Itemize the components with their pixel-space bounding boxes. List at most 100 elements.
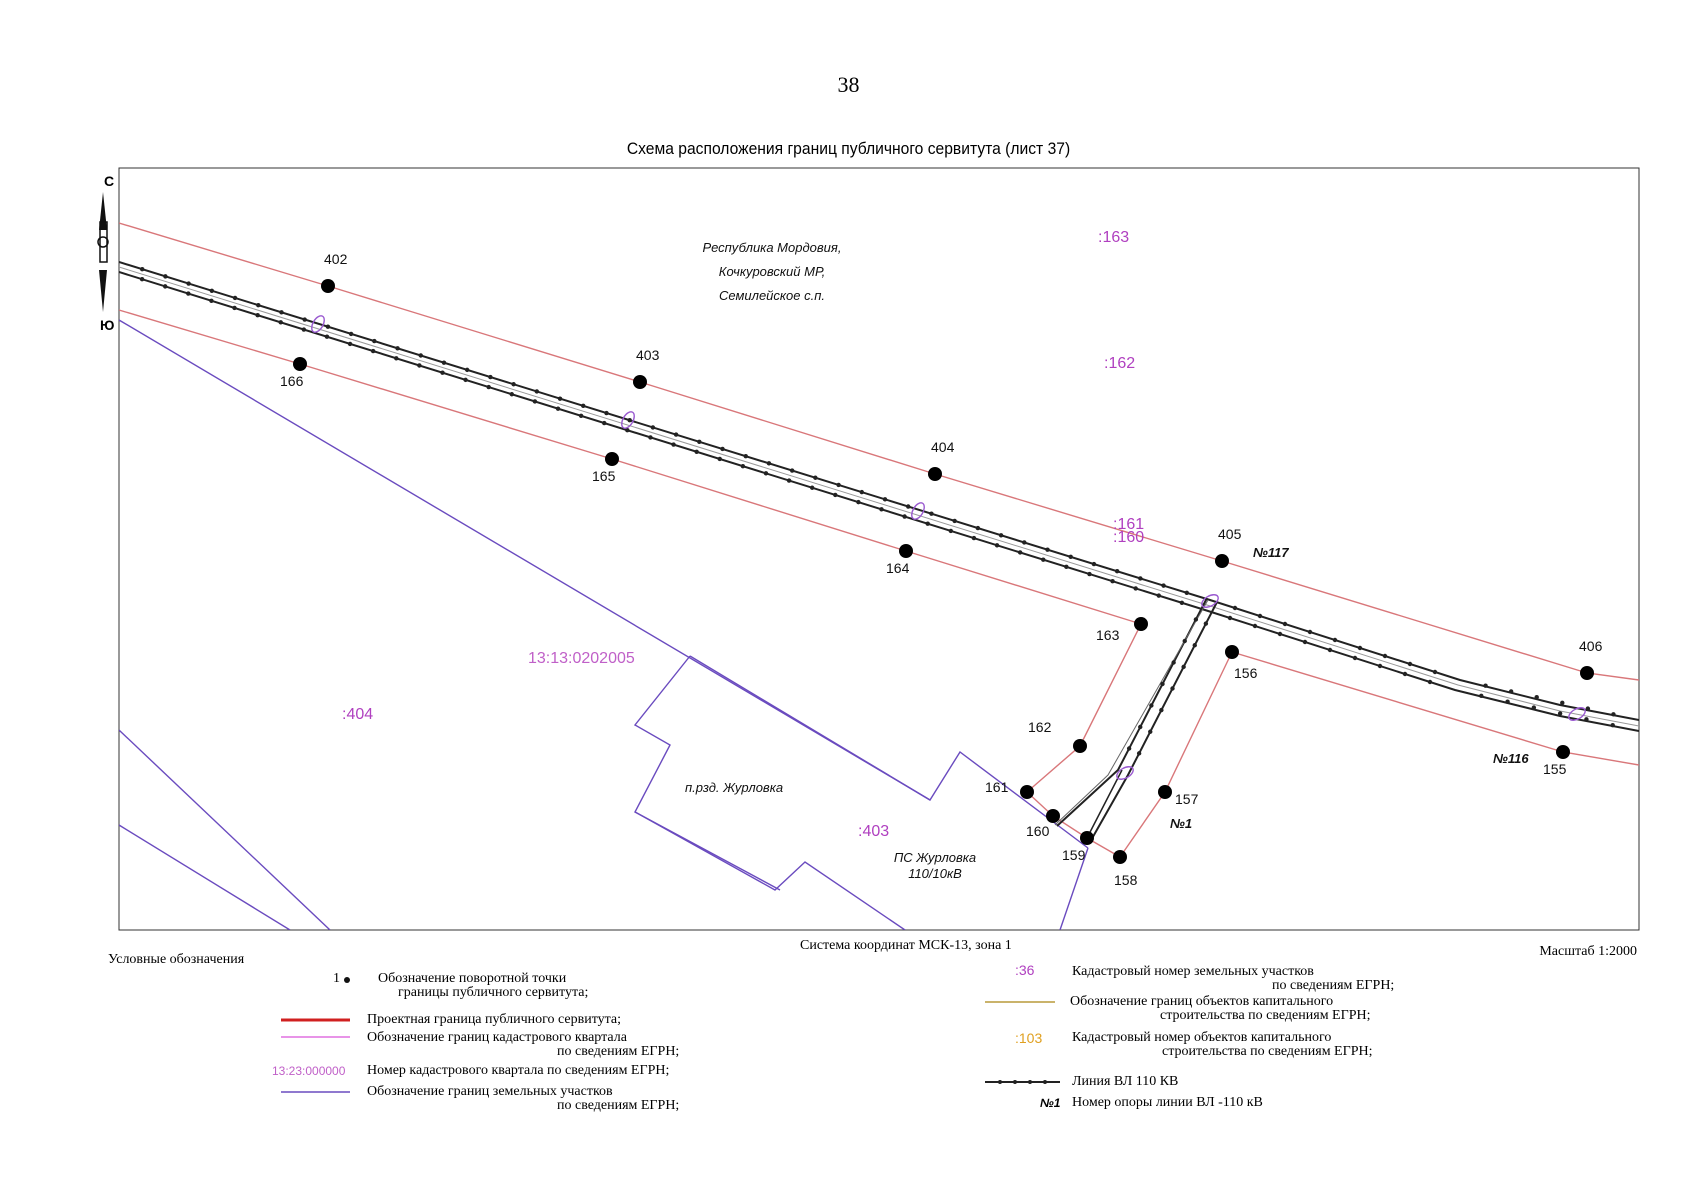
vl-line-dot	[209, 288, 215, 293]
legend-item: Кадастровый номер земельных участков по …	[1072, 964, 1395, 993]
vl-line-dot	[1087, 571, 1092, 577]
turning-point-marker	[605, 452, 619, 466]
turning-point-label: 402	[324, 251, 348, 267]
vl-line-dot	[1138, 724, 1143, 730]
turning-point-label: 163	[1096, 627, 1120, 643]
vl-line-dot	[1203, 621, 1209, 626]
vl-line-dot	[1171, 660, 1176, 665]
vl-line-dot	[859, 489, 865, 495]
vl-line-dot	[1257, 613, 1263, 619]
vl-line-dot	[256, 302, 261, 308]
vl-line-dot	[1479, 693, 1484, 699]
vl-line-dot	[1402, 671, 1408, 677]
vl-line-dot	[1148, 729, 1153, 734]
vl-line-dot	[441, 360, 447, 365]
vl-line-dot	[1382, 653, 1388, 659]
vl-line-dot	[1045, 547, 1050, 552]
vl-line-dot	[929, 511, 934, 516]
vl-line-dot	[1227, 615, 1233, 621]
region-line-3: Семилейское с.п.	[719, 288, 825, 303]
vl-line-dot	[1407, 661, 1413, 667]
vl-line-dot	[1557, 711, 1563, 716]
turning-point-label: 155	[1543, 761, 1567, 777]
vl-line-dot	[1327, 647, 1333, 653]
vl-line-dot	[694, 449, 699, 454]
vl-line-dot	[998, 533, 1004, 538]
vl-line-dot	[1352, 655, 1358, 661]
parcel-number: :162	[1104, 355, 1135, 372]
vl-line-dot	[1136, 751, 1142, 756]
parcel-number: :163	[1098, 229, 1129, 246]
vl-line-dot	[717, 456, 722, 462]
vl-line-dot	[975, 525, 981, 531]
support-number: №116	[1493, 751, 1529, 766]
vl-line-dot	[697, 439, 702, 444]
legend-symbol-oks-number: :103	[1015, 1030, 1043, 1046]
map-title: Схема расположения границ публичного сер…	[626, 139, 1071, 158]
legend-item: Линия ВЛ 110 КВ	[1072, 1074, 1179, 1089]
vl-line-dot	[1022, 540, 1027, 545]
turning-point-label: 156	[1234, 665, 1258, 681]
vl-line-dot	[1282, 621, 1288, 627]
quarter-number: 13:13:0202005	[528, 650, 635, 667]
vl-line-dot	[1181, 664, 1186, 670]
parcel-number: :403	[858, 823, 889, 840]
compass-south: Ю	[100, 317, 114, 333]
vl-line-dot	[625, 428, 630, 433]
turning-point-label: 403	[636, 347, 660, 363]
vl-line-dot	[1064, 564, 1069, 570]
turning-point-label: 404	[931, 439, 955, 455]
vl-line-dot	[139, 276, 145, 282]
turning-point-label: 166	[280, 373, 304, 389]
turning-point-marker	[899, 544, 913, 558]
vl-line-dot	[1307, 629, 1313, 635]
legend-item: Обозначение границ объектов капитального…	[1070, 994, 1371, 1023]
turning-point-label: 160	[1026, 823, 1050, 839]
vl-line-dot	[1427, 679, 1433, 685]
region-label: Республика Мордовия, Кочкуровский МР, Се…	[703, 240, 842, 303]
vl-line-dot	[163, 284, 168, 289]
parcel-number: :160	[1113, 529, 1144, 546]
turning-point-label: 159	[1062, 847, 1086, 863]
vl-line-dot	[395, 346, 400, 351]
vl-line-dot	[464, 367, 470, 373]
turning-point-label: 405	[1218, 526, 1242, 542]
turning-point-marker	[633, 375, 647, 389]
legend-item: Обозначение границ кадастрового квартала…	[367, 1030, 680, 1059]
vl-line-dot	[879, 507, 884, 512]
legend-item: Обозначение поворотной точки границы пуб…	[378, 971, 589, 1000]
vl-line-dot	[1068, 554, 1073, 560]
vl-line-dot	[836, 482, 841, 488]
vl-line-dot	[789, 468, 795, 473]
vl-line-dot	[1159, 707, 1164, 713]
turning-point-label: 158	[1114, 872, 1138, 888]
vl-line-dot	[417, 363, 422, 368]
page-number: 38	[837, 72, 860, 97]
vl-line-dot	[720, 446, 725, 452]
turning-points: 4024034044054061661651641631561551621611…	[280, 251, 1603, 888]
vl-line-dot	[1252, 623, 1258, 629]
vl-line-dot	[1483, 683, 1488, 688]
legend-symbols	[281, 977, 1060, 1093]
vl-line-dot	[488, 374, 493, 380]
vl-line-dot	[925, 521, 930, 526]
vl-line-dot	[1126, 746, 1132, 751]
vl-line-dot	[578, 413, 584, 419]
vl-line-dot	[1091, 561, 1097, 567]
vl-line-dot	[1610, 722, 1615, 728]
vl-line-dot	[952, 518, 957, 524]
vl-line-dot	[763, 471, 769, 476]
vl-line-dot	[627, 418, 632, 423]
turning-point-marker	[293, 357, 307, 371]
vl-line-dot	[486, 384, 491, 390]
parcel-number: :161	[1113, 516, 1144, 533]
vl-line-dot	[882, 497, 888, 502]
vl-line-dot	[279, 310, 284, 315]
turning-point-marker	[1134, 617, 1148, 631]
vl-line-dot	[255, 312, 260, 318]
vl-line-dot	[809, 485, 815, 490]
vl-line-dot	[1232, 605, 1238, 611]
vl-line-dot	[1138, 576, 1143, 581]
vl-line-dot	[1277, 631, 1283, 637]
